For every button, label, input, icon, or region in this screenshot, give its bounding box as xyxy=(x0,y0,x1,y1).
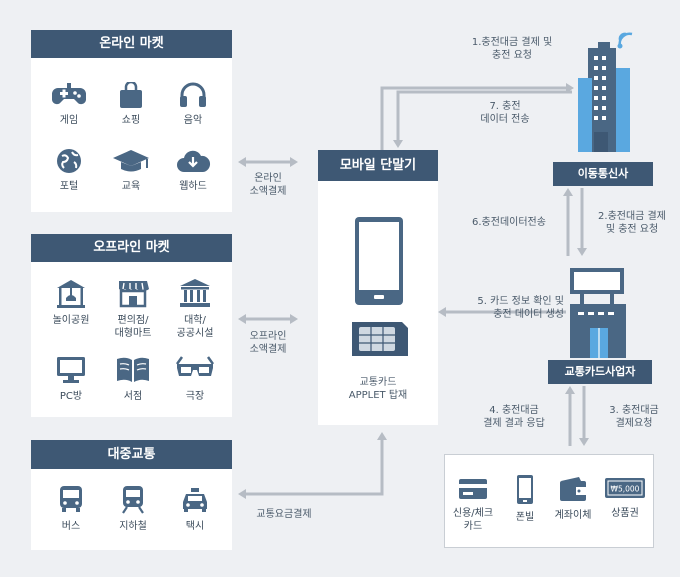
institution-icon xyxy=(180,279,210,307)
online-item-webhard: 웹하드 xyxy=(161,148,225,193)
offline-item-public-facility: 대학/ 공공시설 xyxy=(163,278,227,340)
online-item-label: 교육 xyxy=(121,181,141,192)
step5-arrow xyxy=(438,307,566,317)
public-transport-card: 대중교통 버스 지하철 택시 xyxy=(31,440,232,550)
payment-methods-box: 신용/체크 카드 폰빌 계좌이체 ₩5,000 상품권 xyxy=(444,454,654,548)
offline-item-label: 서점 xyxy=(123,391,143,402)
bus-icon xyxy=(60,486,82,512)
payment-item-label: 폰빌 xyxy=(515,512,535,523)
taxi-icon xyxy=(183,488,207,512)
online-item-game: 게임 xyxy=(37,82,101,127)
payment-item-phone-bill: 폰빌 xyxy=(501,475,549,524)
online-item-shopping: 쇼핑 xyxy=(99,82,163,127)
card-company-label: 교통카드사업자 xyxy=(548,360,652,384)
online-market-card: 온라인 마켓 게임 쇼핑 음악 포털 교육 웹하드 xyxy=(31,30,232,212)
offline-item-pc-room: PC방 xyxy=(39,354,103,403)
transport-item-subway: 지하철 xyxy=(101,484,165,533)
payment-item-label: 계좌이체 xyxy=(554,510,592,521)
mobile-card-label: 교통카드 APPLET 탑재 xyxy=(348,377,408,401)
sim-chip-icon xyxy=(352,322,408,356)
globe-icon xyxy=(57,149,81,173)
step4-label: 4. 충전대금 결제 결과 응답 xyxy=(483,405,545,429)
online-payment-label: 온라인 소액결제 xyxy=(249,173,287,197)
book-icon xyxy=(117,357,149,382)
gamepad-icon xyxy=(52,83,86,105)
payment-item-bank-transfer: 계좌이체 xyxy=(547,475,599,522)
offline-item-label: 놀이공원 xyxy=(52,315,90,326)
online-item-label: 음악 xyxy=(183,115,203,126)
step7-arrow xyxy=(393,90,572,148)
mobile-device-card: 모바일 단말기 교통카드 APPLET 탑재 xyxy=(318,150,438,425)
step6-arrow xyxy=(563,188,573,256)
offline-market-title: 오프라인 마켓 xyxy=(31,234,232,262)
mobile-device-title: 모바일 단말기 xyxy=(318,150,438,181)
offline-item-theater: 극장 xyxy=(163,354,227,403)
telecom-label: 이동통신사 xyxy=(553,162,653,186)
step3-arrow xyxy=(579,386,589,446)
payment-item-label: 신용/체크 카드 xyxy=(452,508,494,532)
telecom-building-icon xyxy=(578,32,633,152)
payment-item-credit-card: 신용/체크 카드 xyxy=(447,475,499,533)
step2-label: 2.충전대금 결제 및 충전 요청 xyxy=(598,211,666,235)
online-item-label: 포털 xyxy=(59,181,79,192)
online-item-label: 웹하드 xyxy=(179,181,207,192)
online-market-title: 온라인 마켓 xyxy=(31,30,232,58)
offline-item-convenience-store: 편의점/ 대형마트 xyxy=(101,278,165,340)
offline-item-amusement-park: 놀이공원 xyxy=(39,278,103,327)
transport-item-taxi: 택시 xyxy=(163,484,227,533)
online-item-education: 교육 xyxy=(99,148,163,193)
transport-item-label: 택시 xyxy=(185,521,205,532)
offline-item-bookstore: 서점 xyxy=(101,354,165,403)
voucher-amount-text: ₩5,000 xyxy=(611,485,640,494)
card-company-building-icon xyxy=(570,268,626,358)
online-item-portal: 포털 xyxy=(37,148,101,193)
offline-item-label: PC방 xyxy=(59,391,83,402)
headphones-icon xyxy=(180,82,206,107)
offline-item-label: 편의점/ 대형마트 xyxy=(114,315,152,339)
step1-label: 1.충전대금 결제 및 충전 요청 xyxy=(471,37,553,61)
step4-arrow xyxy=(565,386,575,446)
offline-item-label: 극장 xyxy=(185,391,205,402)
transport-item-label: 버스 xyxy=(61,521,81,532)
cloud-download-icon xyxy=(177,150,211,172)
step6-label: 6.충전데이터전송 xyxy=(472,217,546,228)
phone-icon xyxy=(517,475,533,504)
3d-glasses-icon xyxy=(175,356,215,376)
subway-icon xyxy=(122,486,144,514)
offline-payment-arrow xyxy=(238,314,298,324)
offline-item-label: 대학/ 공공시설 xyxy=(176,315,214,339)
step7-label: 7. 충전 데이터 전송 xyxy=(480,101,530,125)
smartphone-icon xyxy=(355,217,403,305)
transport-payment-arrow xyxy=(238,432,387,499)
credit-card-icon xyxy=(459,479,487,499)
offline-payment-label: 오프라인 소액결제 xyxy=(249,331,287,355)
transport-payment-label: 교통요금결제 xyxy=(256,509,312,520)
shopping-bag-icon xyxy=(120,82,142,108)
step5-label: 5. 카드 정보 확인 및 충전 데이터 생성 xyxy=(477,296,564,320)
transport-item-label: 지하철 xyxy=(119,521,147,532)
online-item-label: 쇼핑 xyxy=(121,115,141,126)
carousel-icon xyxy=(57,280,85,308)
graduation-cap-icon xyxy=(113,150,149,172)
offline-market-card: 오프라인 마켓 놀이공원 편의점/ 대형마트 대학/ 공공시설 PC방 서점 극… xyxy=(31,234,232,417)
wallet-icon xyxy=(560,477,586,501)
monitor-icon xyxy=(57,357,85,383)
online-item-music: 음악 xyxy=(161,82,225,127)
online-item-label: 게임 xyxy=(59,115,79,126)
store-icon xyxy=(119,281,149,308)
public-transport-title: 대중교통 xyxy=(31,440,232,469)
step3-label: 3. 충전대금 결제요청 xyxy=(609,405,659,429)
payment-item-gift-voucher: ₩5,000 상품권 xyxy=(597,475,653,520)
payment-item-label: 상품권 xyxy=(611,508,639,519)
transport-item-bus: 버스 xyxy=(39,484,103,533)
online-payment-arrow xyxy=(238,157,298,167)
gift-voucher-icon: ₩5,000 xyxy=(605,478,645,498)
step2-arrow xyxy=(577,188,587,256)
